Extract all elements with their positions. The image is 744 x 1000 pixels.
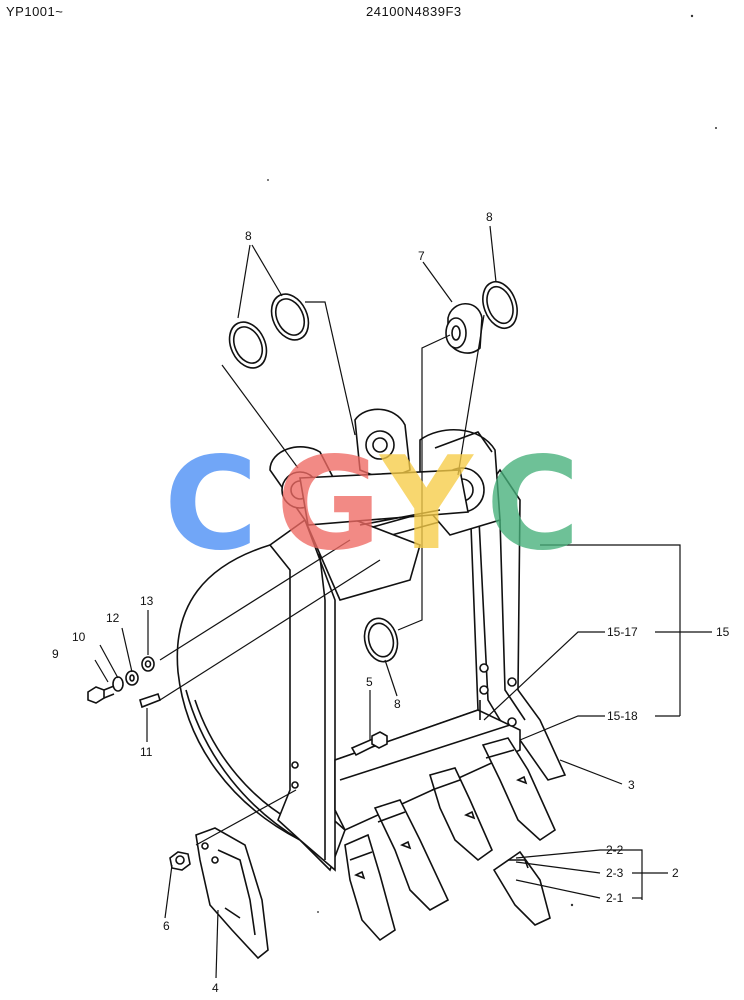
washer-10 bbox=[112, 676, 124, 692]
o-ring-right bbox=[482, 280, 518, 330]
label-2-3: 2-3 bbox=[606, 866, 624, 880]
spare-tooth bbox=[492, 850, 551, 926]
label-11: 11 bbox=[140, 745, 153, 759]
label-10: 10 bbox=[72, 630, 86, 644]
label-9: 9 bbox=[52, 647, 59, 661]
o-ring-left-upper bbox=[270, 293, 310, 341]
label-13: 13 bbox=[140, 594, 154, 608]
nut bbox=[169, 851, 191, 871]
label-2-1: 2-1 bbox=[606, 891, 624, 905]
bolt-5 bbox=[350, 731, 388, 757]
header-model-range: YP1001~ bbox=[6, 4, 64, 19]
label-15-18: 15-18 bbox=[607, 709, 638, 723]
part-labels: 8 8 8 7 13 12 10 9 11 5 6 4 3 15-17 15 1… bbox=[52, 210, 730, 995]
o-ring-left-lower bbox=[228, 321, 268, 369]
label-15-17: 15-17 bbox=[607, 625, 638, 639]
pin-11 bbox=[139, 692, 161, 709]
label-3: 3 bbox=[628, 778, 635, 792]
leader-lines bbox=[94, 225, 712, 979]
side-bolt-holes bbox=[291, 663, 517, 789]
label-8c: 8 bbox=[394, 697, 401, 711]
bolt-9 bbox=[87, 685, 115, 704]
label-7: 7 bbox=[418, 249, 425, 263]
label-12: 12 bbox=[106, 611, 120, 625]
cgyc-watermark: C G Y C bbox=[164, 430, 580, 579]
washer-12 bbox=[125, 670, 139, 686]
label-2: 2 bbox=[672, 866, 679, 880]
label-8a: 8 bbox=[245, 229, 252, 243]
label-15: 15 bbox=[716, 625, 730, 639]
bucket-shell bbox=[176, 544, 346, 872]
label-6: 6 bbox=[163, 919, 170, 933]
label-8b: 8 bbox=[486, 210, 493, 224]
side-cutter bbox=[195, 827, 269, 960]
watermark-letter-g: G bbox=[276, 430, 381, 579]
header-part-number: 24100N4839F3 bbox=[366, 4, 462, 19]
nut-13 bbox=[141, 656, 155, 672]
label-2-2: 2-2 bbox=[606, 843, 624, 857]
cutting-edge bbox=[334, 700, 521, 832]
o-ring-lower bbox=[363, 617, 399, 663]
label-5: 5 bbox=[366, 675, 373, 689]
watermark-letter-c2: C bbox=[486, 430, 580, 579]
watermark-letter-c1: C bbox=[164, 430, 258, 579]
scan-specks bbox=[267, 14, 717, 913]
label-4: 4 bbox=[212, 981, 219, 995]
cross-tube bbox=[299, 469, 469, 526]
bucket-teeth bbox=[344, 737, 557, 942]
watermark-letter-y: Y bbox=[378, 430, 474, 579]
pin-collar bbox=[445, 303, 483, 354]
